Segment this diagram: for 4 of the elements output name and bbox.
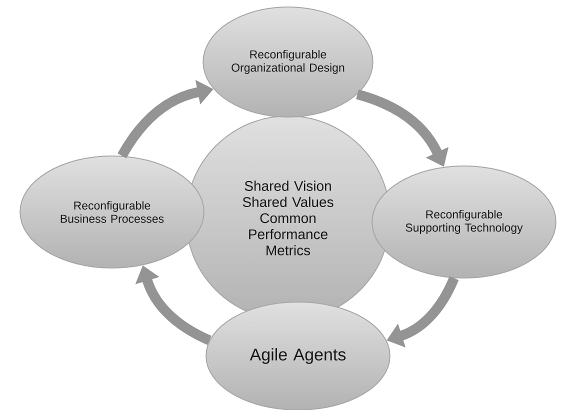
ellipse-node: Reconfigurable Business Processes (20, 156, 204, 268)
ellipse-node: Agile Agents (206, 302, 390, 410)
ellipse-node: Reconfigurable Supporting Technology (372, 166, 556, 278)
ellipse-node: Reconfigurable Organizational Design (202, 6, 374, 118)
